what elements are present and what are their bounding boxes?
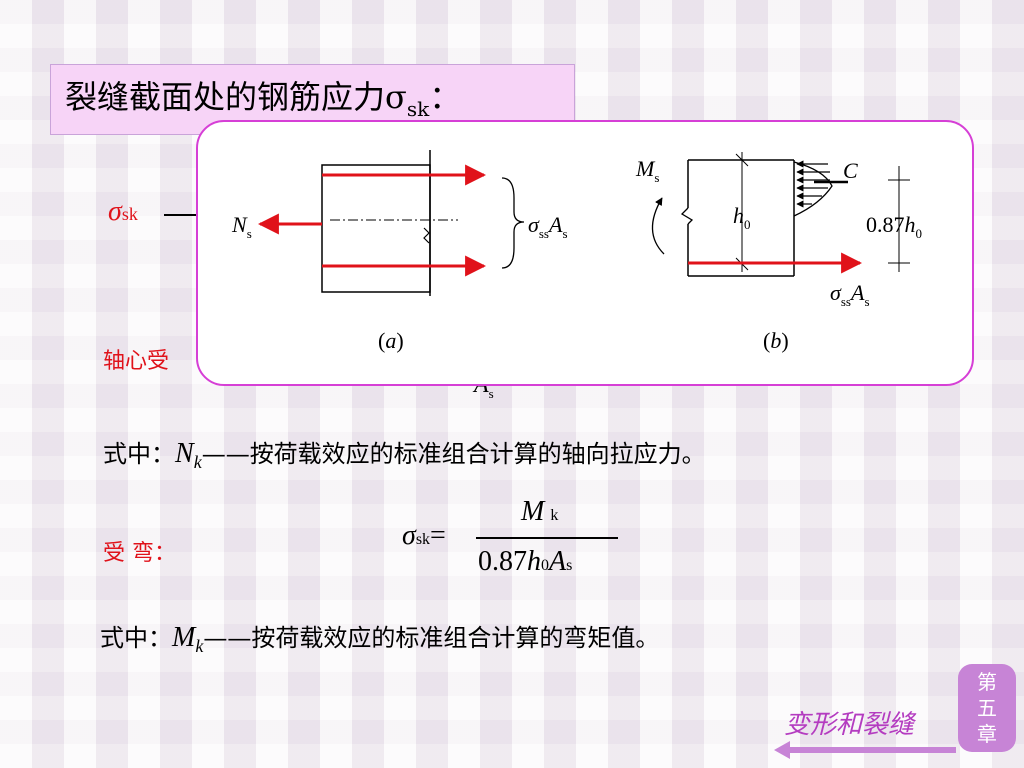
break-mark-b: [680, 207, 694, 225]
title-subscript: sk: [406, 97, 430, 121]
diagram-a: [257, 150, 525, 296]
caption-b: (b): [763, 328, 789, 353]
mk-definition: 式中：Mk——按荷载效应的标准组合计算的弯矩值。: [100, 622, 660, 656]
sigma-sk-symbol: σsk: [108, 196, 138, 227]
steel-force-label-b: σssAs: [830, 280, 870, 309]
diagram-svg: [257, 150, 910, 296]
stress-block-curve: [793, 161, 833, 217]
chapter-char-2: 五: [977, 696, 997, 720]
brace-a: [501, 177, 525, 269]
chapter-badge[interactable]: 第 五 章: [958, 664, 1016, 752]
bending-sigma: σsk=: [402, 520, 446, 551]
caption-a: (a): [378, 328, 404, 353]
depth-label: h0: [733, 203, 751, 232]
depth-tick-top: [735, 153, 749, 167]
bending-denominator: 0.87h0As: [478, 546, 573, 577]
chapter-char-1: 第: [977, 670, 997, 694]
bending-label: 受 弯：: [103, 541, 176, 566]
lever-arm-label: 0.87h0: [866, 212, 922, 241]
slide-title: 裂缝截面处的钢筋应力σsk：: [65, 78, 462, 121]
nk-definition: 式中：Nk——按荷载效应的标准组合计算的轴向拉应力。: [103, 438, 706, 472]
compression-label: C: [843, 158, 858, 183]
moment-arrow: [651, 197, 665, 255]
member-a-outline: [321, 164, 431, 293]
formula-line-stub: [164, 214, 198, 216]
chapter-char-3: 章: [977, 722, 997, 746]
footer-arrow: [774, 741, 956, 759]
section-title: 变形和裂缝: [784, 710, 915, 740]
axial-tension-label: 轴心受: [103, 349, 170, 374]
axial-force-label: Ns: [232, 212, 252, 241]
diagram-b: [651, 152, 910, 277]
steel-force-label-a: σssAs: [528, 212, 568, 241]
fraction-bar: [476, 537, 618, 539]
crack-mark-a: [423, 227, 430, 244]
moment-label: Ms: [636, 156, 660, 185]
